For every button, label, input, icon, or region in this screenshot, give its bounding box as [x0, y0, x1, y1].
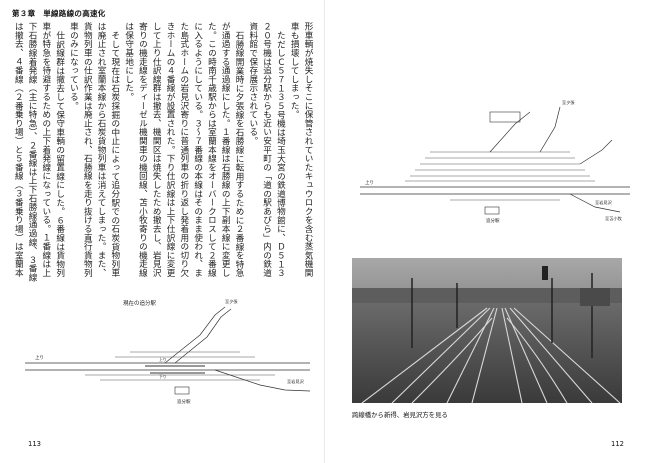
body-paragraph: ただしＣ５７１３５号機は埼玉大宮の鉄道博物館に、Ｄ５１３２０号機は追分駅からも近… — [247, 22, 286, 278]
rail-yard-photo — [352, 258, 622, 403]
body-paragraph: そして現在は石炭採掘の中止によって追分駅での石炭貨物列車は廃止され室蘭本線から石… — [68, 22, 120, 278]
body-paragraph: 仕訳線群は撤去して保守車輌の留置線にした。６番線は貨物列車が特急を待避するための… — [14, 22, 65, 282]
map-label: 至夕張 — [562, 99, 575, 106]
map-label: 至岩見沢 — [595, 199, 613, 206]
body-paragraph: 石勝線開業時に夕張線を石勝線に転用するために２番線を特急が通過する通過線にした。… — [123, 22, 245, 278]
map-label: 至夕張 — [225, 298, 238, 305]
past-station-track-diagram: 追分駅 上り 至岩見沢 至夕張 至苫小牧 — [360, 99, 630, 224]
map-title: 現在の追分駅 — [123, 299, 157, 307]
page-number-left: 113 — [28, 440, 41, 448]
map-label: 追分駅 — [177, 398, 191, 405]
map-label: 追分駅 — [486, 217, 500, 224]
page-number-right: 112 — [611, 440, 624, 448]
photo-caption: 跨線橋から新得、岩見沢方を見る — [352, 411, 448, 419]
map-label: 下り — [159, 374, 167, 379]
map-label: 上り — [35, 354, 44, 361]
map-label: 至苫小牧 — [605, 215, 623, 222]
map-label: 至岩見沢 — [287, 378, 305, 385]
map-label: 上り — [365, 179, 374, 186]
left-page: 第３章 単線路線の高速化 形車輌が焼失しそこに保管されていたキュウロクを含む蒸気… — [12, 9, 314, 448]
current-station-track-diagram: 現在の追分駅 追分駅 上り 至岩見沢 至夕張 上り 下り — [25, 298, 310, 405]
chapter-heading: 第３章 単線路線の高速化 — [12, 9, 106, 18]
body-paragraph: 形車輌が焼失しそこに保管されていたキュウロクを含む蒸気機関車も損壊してしまった。 — [289, 22, 313, 278]
vertical-body-text: 形車輌が焼失しそこに保管されていたキュウロクを含む蒸気機関車も損壊してしまった。… — [14, 22, 314, 284]
rail-yard-photo-image — [352, 258, 622, 403]
map-label: 上り — [159, 357, 167, 362]
